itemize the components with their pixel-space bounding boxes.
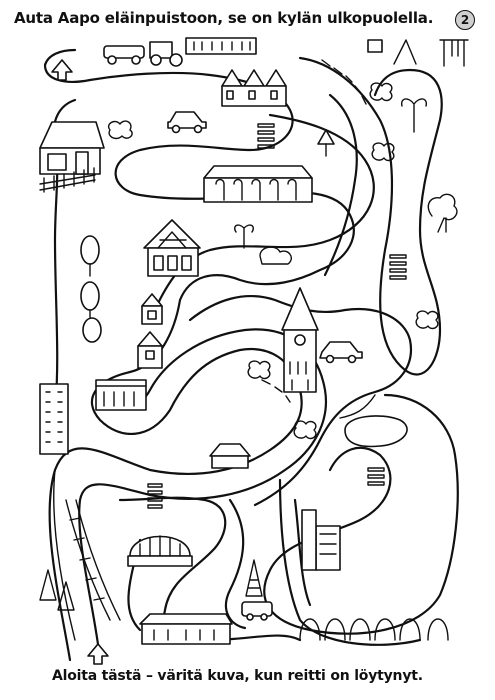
long-building — [204, 166, 312, 202]
bottom-building — [140, 614, 232, 644]
car-right — [320, 342, 362, 363]
trees-left — [81, 236, 101, 342]
shop-building — [96, 380, 146, 410]
small-houses — [138, 294, 162, 368]
office-building — [302, 510, 340, 570]
lamp-posts — [235, 99, 427, 248]
car-bottom — [242, 602, 272, 620]
page-footer-instruction: Aloita tästä – väritä kuva, kun reitti o… — [52, 668, 423, 684]
zoo-dome — [128, 536, 192, 566]
ramp — [66, 500, 120, 620]
tractor — [104, 42, 182, 66]
villa-house — [144, 220, 200, 276]
bushes — [109, 83, 438, 438]
tree-right — [428, 194, 457, 232]
page-number-badge: 2 — [455, 10, 475, 30]
car-top — [168, 112, 206, 133]
start-arrow-icon — [88, 644, 108, 664]
traffic-sign — [318, 130, 334, 156]
trees-bottom-row — [300, 619, 448, 640]
playground — [368, 40, 468, 66]
apartment-top — [186, 38, 256, 54]
house-left-top — [40, 122, 104, 174]
cottage — [210, 444, 250, 468]
page-title: Auta Aapo eläinpuistoon, se on kylän ulk… — [14, 9, 434, 27]
rowhouses — [222, 70, 286, 106]
pond — [345, 416, 407, 447]
spruce-trees — [40, 560, 262, 610]
road-markings — [148, 60, 406, 508]
church — [282, 288, 318, 392]
maze-road — [45, 50, 458, 660]
fence — [40, 168, 95, 192]
tall-apartment — [40, 384, 68, 454]
goal-arrow-icon — [52, 60, 72, 80]
